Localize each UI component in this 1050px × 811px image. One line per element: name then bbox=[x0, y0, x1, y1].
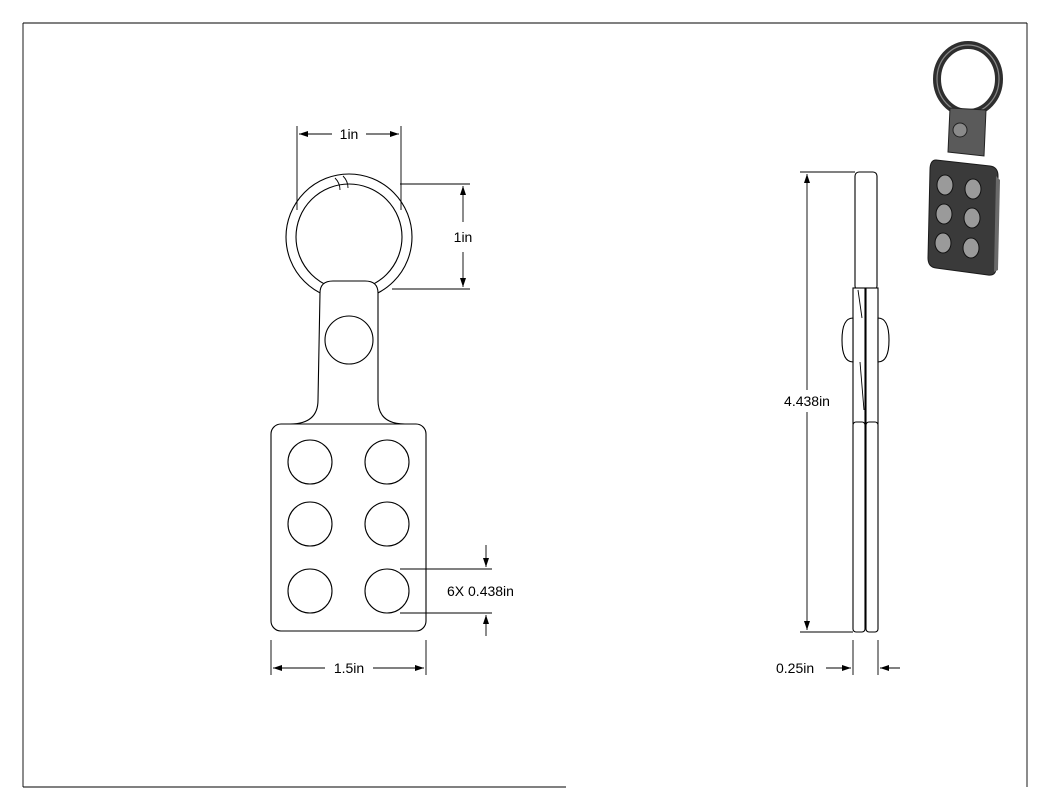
dim-hole-diameter-label: 6X 0.438in bbox=[447, 583, 514, 599]
hasp-ring-inner bbox=[295, 183, 403, 291]
side-rivet-right bbox=[877, 317, 890, 363]
dim-ring-height-label: 1in bbox=[454, 229, 473, 245]
ring-split bbox=[334, 175, 349, 191]
side-view bbox=[841, 171, 890, 633]
sheet-border bbox=[22, 22, 1028, 788]
pivot-rivet bbox=[324, 315, 374, 365]
lock-hole-6 bbox=[364, 568, 410, 614]
isometric-view bbox=[927, 41, 1003, 276]
side-body-left bbox=[852, 421, 866, 633]
side-neck-right bbox=[865, 287, 879, 425]
side-body-right bbox=[865, 421, 879, 633]
dim-thickness-label: 0.25in bbox=[776, 660, 814, 676]
dim-body-width-label: 1.5in bbox=[334, 660, 364, 676]
front-view bbox=[270, 173, 427, 632]
dim-body-width: 1.5in bbox=[270, 640, 427, 676]
lock-hole-2 bbox=[364, 439, 410, 485]
lock-hole-5 bbox=[287, 568, 333, 614]
dim-ring-width: 1in bbox=[296, 126, 402, 210]
side-ring bbox=[854, 171, 878, 291]
lock-hole-1 bbox=[287, 439, 333, 485]
dim-ring-height: 1in bbox=[392, 183, 473, 290]
dim-overall-length: 4.438in bbox=[784, 171, 855, 633]
side-pivot-lines bbox=[857, 289, 865, 411]
dim-overall-length-label: 4.438in bbox=[784, 393, 830, 409]
lock-hole-3 bbox=[287, 501, 333, 547]
lock-hole-4 bbox=[364, 501, 410, 547]
side-rivet-left bbox=[841, 317, 854, 363]
dim-thickness: 0.25in bbox=[776, 640, 900, 676]
dim-ring-width-label: 1in bbox=[340, 126, 359, 142]
dim-hole-diameter: 6X 0.438in bbox=[400, 545, 514, 636]
